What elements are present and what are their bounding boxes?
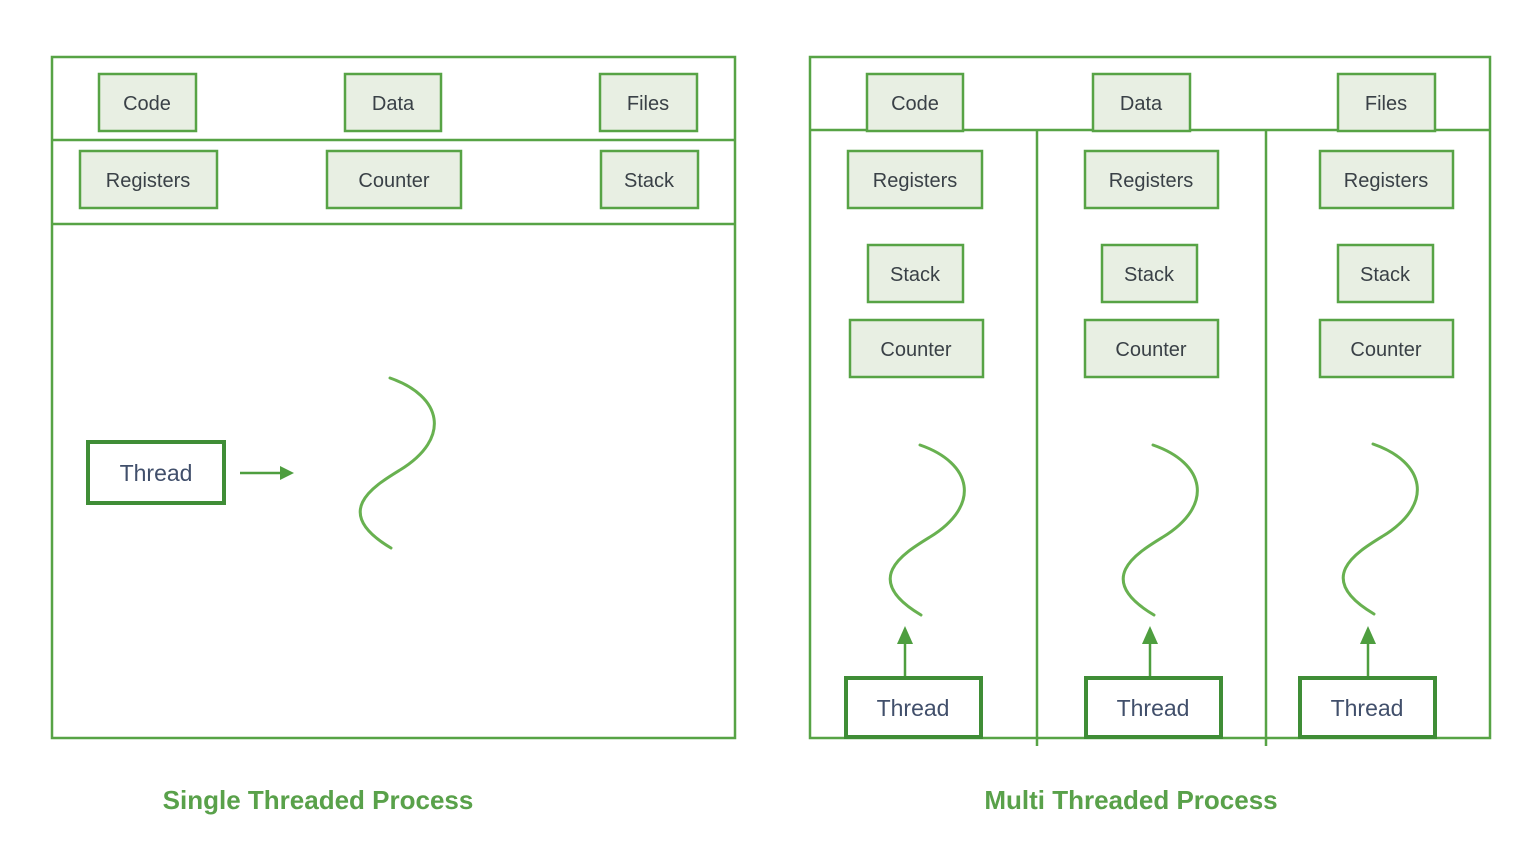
single-process-outline: [50, 55, 737, 740]
single-registers-label: Registers: [106, 170, 190, 192]
col2-counter-label: Counter: [1115, 339, 1186, 361]
multi-data-label: Data: [1120, 93, 1163, 115]
col3-stack-label: Stack: [1360, 264, 1411, 286]
single-data-box: Data: [343, 72, 443, 133]
col2-arrow-head: [1142, 626, 1158, 644]
col1-registers-label: Registers: [873, 170, 957, 192]
col3-counter-label: Counter: [1350, 339, 1421, 361]
col3-thread-squiggle: [1341, 442, 1419, 616]
col1-thread-label: Thread: [877, 695, 950, 721]
col1-registers-rect: [846, 149, 984, 210]
multi-files-rect: [1336, 72, 1437, 133]
single-arrow-head: [280, 466, 294, 480]
col2-counter-rect: [1083, 318, 1220, 379]
single-stack-box: Stack: [599, 149, 700, 210]
single-registers-rect: [78, 149, 219, 210]
single-code-rect: [97, 72, 198, 133]
col2-registers-rect: [1083, 149, 1220, 210]
single-stack-rect: [599, 149, 700, 210]
single-data-rect: [343, 72, 443, 133]
col3-counter-rect: [1318, 318, 1455, 379]
col1-stack-label: Stack: [890, 264, 941, 286]
multi-column-1: Registers Stack Counter Thread: [844, 149, 985, 739]
col1-arrow-head: [897, 626, 913, 644]
single-threaded-diagram: Code Data Files Registers Counter Stack …: [50, 55, 737, 815]
multi-code-rect: [865, 72, 965, 133]
multi-files-box: Files: [1336, 72, 1437, 133]
col1-stack-rect: [866, 243, 965, 304]
multi-data-box: Data: [1091, 72, 1192, 133]
multi-code-label: Code: [891, 93, 939, 115]
single-files-rect: [598, 72, 699, 133]
col2-thread-label: Thread: [1117, 695, 1190, 721]
single-thread-squiggle: [358, 376, 436, 550]
col3-thread-rect: [1298, 676, 1437, 739]
col1-thread-squiggle: [888, 443, 966, 617]
col3-registers-rect: [1318, 149, 1455, 210]
col2-stack-rect: [1100, 243, 1199, 304]
col2-thread-squiggle: [1121, 443, 1199, 617]
col2-registers-label: Registers: [1109, 170, 1193, 192]
single-counter-label: Counter: [358, 170, 429, 192]
multi-caption: Multi Threaded Process: [984, 785, 1277, 815]
col3-thread-label: Thread: [1331, 695, 1404, 721]
single-thread-rect: [86, 440, 226, 505]
single-files-label: Files: [627, 93, 669, 115]
single-counter-rect: [325, 149, 463, 210]
col2-stack-label: Stack: [1124, 264, 1175, 286]
single-code-label: Code: [123, 93, 171, 115]
single-counter-box: Counter: [325, 149, 463, 210]
col3-arrow-head: [1360, 626, 1376, 644]
single-code-box: Code: [97, 72, 198, 133]
col2-thread-rect: [1084, 676, 1223, 739]
multi-column-2: Registers Stack Counter Thread: [1083, 149, 1223, 739]
single-thread-arrow: [240, 466, 294, 480]
multi-threaded-diagram: Code Data Files Registers Stack Counter …: [808, 55, 1492, 815]
single-thread-label: Thread: [120, 460, 193, 486]
single-stack-label: Stack: [624, 170, 675, 192]
single-thread-box: Thread: [86, 440, 226, 505]
multi-files-label: Files: [1365, 93, 1407, 115]
multi-data-rect: [1091, 72, 1192, 133]
multi-column-3: Registers Stack Counter Thread: [1298, 149, 1455, 739]
col1-counter-rect: [848, 318, 985, 379]
col1-counter-label: Counter: [880, 339, 951, 361]
single-registers-box: Registers: [78, 149, 219, 210]
single-caption: Single Threaded Process: [163, 785, 474, 815]
col3-stack-rect: [1336, 243, 1435, 304]
single-data-label: Data: [372, 93, 415, 115]
col1-thread-rect: [844, 676, 983, 739]
multi-code-box: Code: [865, 72, 965, 133]
col3-registers-label: Registers: [1344, 170, 1428, 192]
single-files-box: Files: [598, 72, 699, 133]
